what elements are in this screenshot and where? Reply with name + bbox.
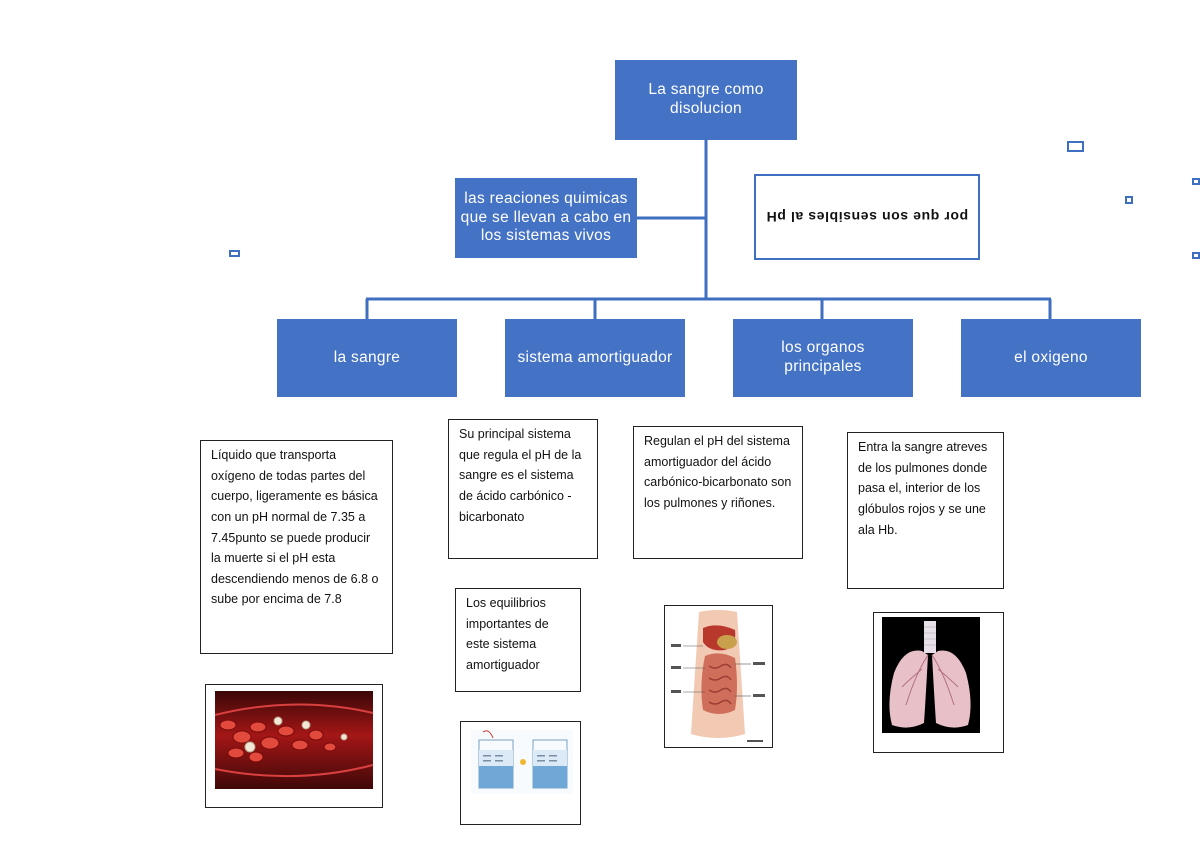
note-amortiguador-1-text: Su principal sistema que regula el pH de… [459, 427, 582, 524]
note-amortiguador-1: Su principal sistema que regula el pH de… [448, 419, 598, 559]
decorative-square [1192, 178, 1200, 185]
note-sangre-text: Líquido que transporta oxígeno de todas … [211, 448, 379, 607]
branch-organos-principales: los organos principales [733, 319, 913, 397]
branch-label: sistema amortiguador [517, 348, 673, 366]
branch-label: el oxigeno [1014, 348, 1088, 366]
abdomen-organs-image [664, 605, 773, 748]
decorative-square [1125, 196, 1133, 204]
branch-la-sangre: la sangre [277, 319, 457, 397]
decorative-square [229, 250, 240, 257]
branch-sistema-amortiguador: sistema amortiguador [505, 319, 685, 397]
note-sangre: Líquido que transporta oxígeno de todas … [200, 440, 393, 654]
note-amortiguador-2: Los equilibrios importantes de este sist… [455, 588, 581, 692]
branch-label: los organos principales [781, 339, 865, 375]
note-organos-text: Regulan el pH del sistema amortiguador d… [644, 434, 792, 510]
decorative-square [1192, 252, 1200, 259]
lungs-image [873, 612, 1004, 753]
decorative-square [1067, 141, 1084, 152]
note-oxigeno-text: Entra la sangre atreves de los pulmones … [858, 440, 988, 537]
chemical-reactions-node: las reaciones quimicas que se llevan a c… [455, 178, 637, 258]
note-amortiguador-2-text: Los equilibrios importantes de este sist… [466, 596, 549, 672]
branch-label: la sangre [333, 348, 401, 366]
chemical-reactions-label: las reaciones quimicas que se llevan a c… [460, 190, 632, 245]
root-node-label: La sangre como disolucion [648, 81, 764, 117]
question-box-label: por que son sensibles al pH [765, 209, 969, 225]
question-box: por que son sensibles al pH [754, 174, 980, 260]
blood-vessel-image [205, 684, 383, 808]
note-oxigeno: Entra la sangre atreves de los pulmones … [847, 432, 1004, 589]
beakers-image [460, 721, 581, 825]
root-node: La sangre como disolucion [615, 60, 797, 140]
note-organos: Regulan el pH del sistema amortiguador d… [633, 426, 803, 559]
branch-el-oxigeno: el oxigeno [961, 319, 1141, 397]
